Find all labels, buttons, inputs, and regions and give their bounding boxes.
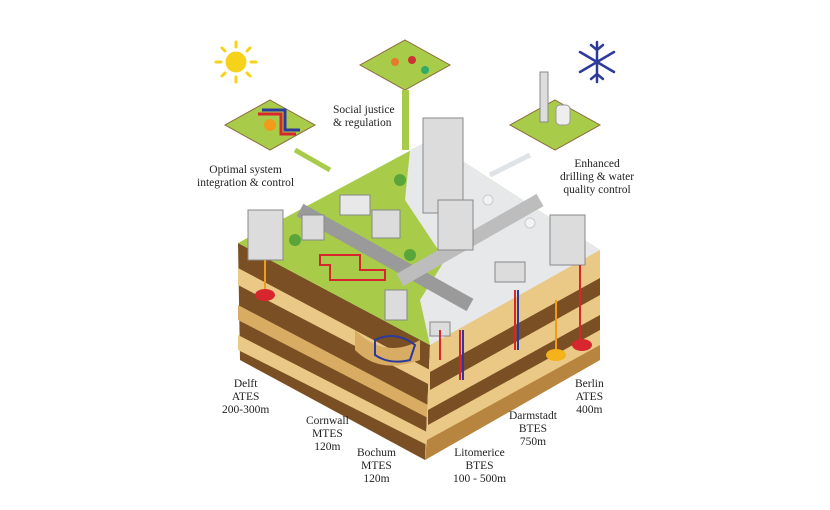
label-line: Optimal system xyxy=(209,164,282,176)
site-label-berlin: Berlin ATES 400m xyxy=(575,378,604,417)
trees xyxy=(289,174,536,261)
site-type: MTES xyxy=(312,428,343,440)
optimal-platform xyxy=(223,99,332,173)
site-city: Cornwall xyxy=(306,415,349,427)
label-line: quality control xyxy=(563,184,631,196)
soil-left-face xyxy=(238,243,430,460)
site-depth: 120m xyxy=(314,441,341,453)
label-enhanced-drilling: Enhanced drilling & water quality contro… xyxy=(560,158,634,197)
snowflake-icon xyxy=(578,40,616,84)
site-label-darmstadt: Darmstadt BTES 750m xyxy=(509,410,557,449)
site-type: MTES xyxy=(361,460,392,472)
site-city: Berlin xyxy=(575,378,604,390)
label-line: drilling & water xyxy=(560,171,635,183)
site-label-delft: Delft ATES 200-300m xyxy=(222,378,269,417)
buildings xyxy=(247,117,586,337)
social-platform xyxy=(358,39,452,150)
site-label-bochum: Bochum MTES 120m xyxy=(357,447,396,486)
site-type: BTES xyxy=(465,460,494,472)
sun-icon xyxy=(214,40,258,84)
label-social-justice: Social justice & regulation xyxy=(333,104,395,130)
pipes xyxy=(255,254,592,380)
label-line: Enhanced xyxy=(574,158,620,170)
drilling-platform xyxy=(488,71,602,178)
site-city: Delft xyxy=(233,378,258,390)
site-city: Litomerice xyxy=(454,447,505,459)
site-label-litomerice: Litomerice BTES 100 - 500m xyxy=(453,447,506,486)
site-depth: 100 - 500m xyxy=(453,473,507,485)
label-optimal-system: Optimal system integration & control xyxy=(197,164,294,190)
site-type: ATES xyxy=(231,391,260,403)
label-line: integration & control xyxy=(197,177,295,189)
label-line: & regulation xyxy=(333,117,392,129)
site-depth: 400m xyxy=(576,404,603,416)
site-type: BTES xyxy=(518,423,548,435)
site-type: ATES xyxy=(575,391,604,403)
site-city: Darmstadt xyxy=(509,410,557,422)
site-label-cornwall: Cornwall MTES 120m xyxy=(306,415,349,454)
site-depth: 200-300m xyxy=(222,404,270,416)
label-line: Social justice xyxy=(333,104,395,116)
site-depth: 120m xyxy=(363,473,390,485)
site-city: Bochum xyxy=(357,447,396,459)
site-depth: 750m xyxy=(519,436,547,448)
